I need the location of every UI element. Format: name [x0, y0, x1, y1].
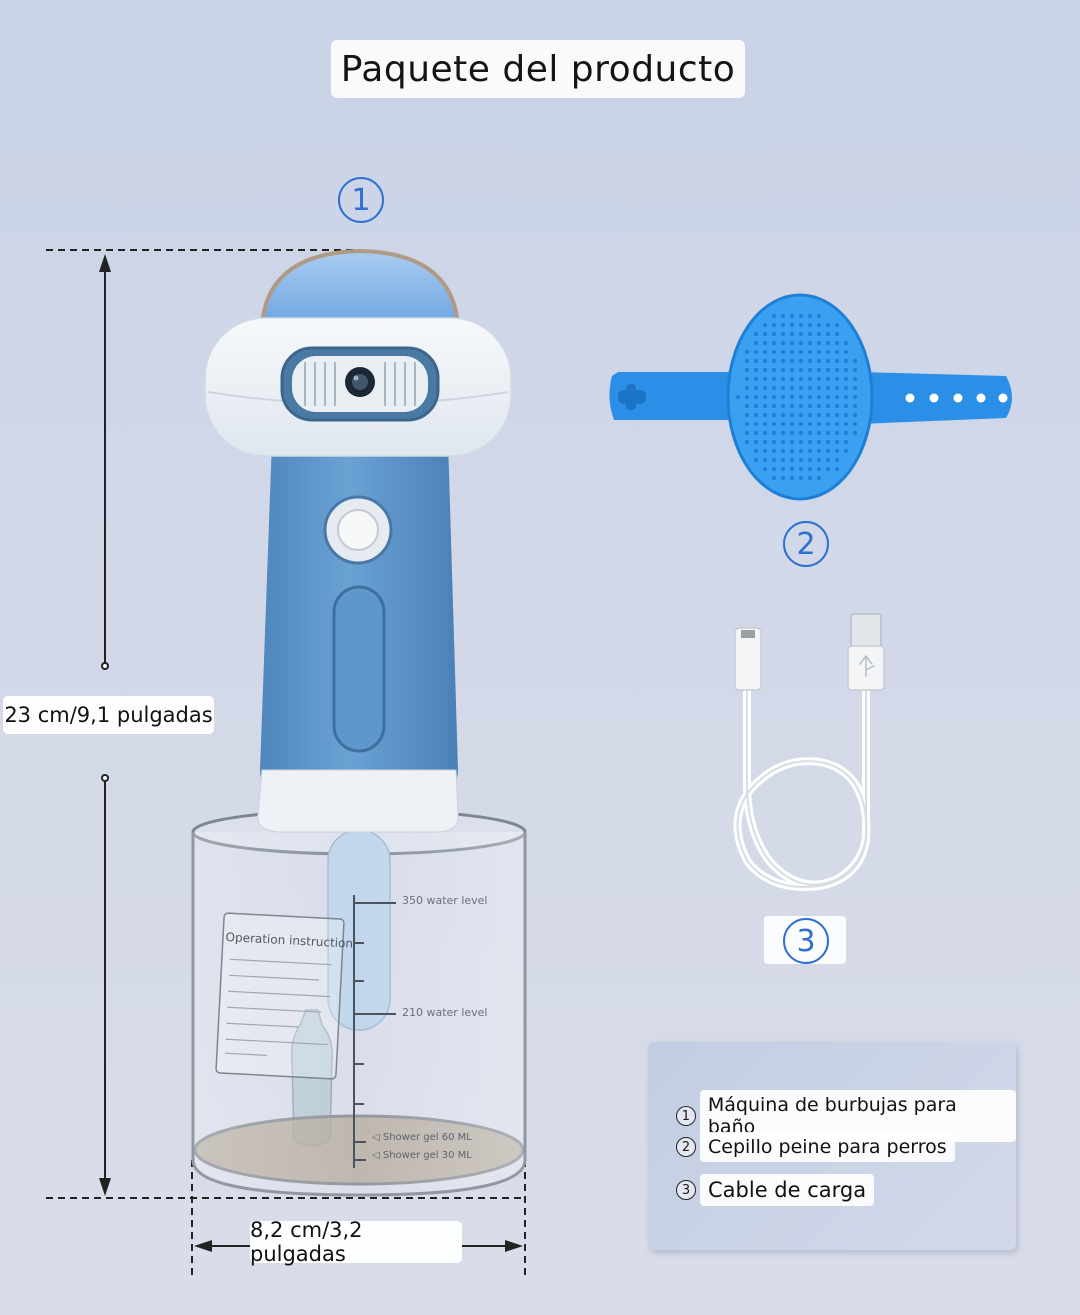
cup-gel-60: ◁ Shower gel 60 ML: [372, 1132, 472, 1143]
charging-cable: [733, 613, 885, 891]
legend-number: 3: [676, 1180, 696, 1200]
legend-item: 2 Cepillo peine para perros: [676, 1132, 955, 1162]
cup-level-210: 210 water level: [402, 1006, 488, 1019]
legend-number: 2: [676, 1137, 696, 1157]
height-dimension-line: [46, 249, 525, 1199]
legend-panel: 1 Máquina de burbujas para baño 2 Cepill…: [648, 1042, 1016, 1250]
dog-brush: [609, 293, 1012, 501]
legend-number: 1: [676, 1106, 696, 1126]
cup-level-350: 350 water level: [402, 894, 488, 907]
marker-2: 2: [783, 521, 829, 567]
width-label: 8,2 cm/3,2 pulgadas: [250, 1218, 462, 1266]
legend-item: 3 Cable de carga: [676, 1174, 875, 1206]
bubble-machine: [191, 248, 527, 1197]
marker-1: 1: [338, 177, 384, 223]
page-title: Paquete del producto: [331, 40, 745, 98]
legend-label: Cable de carga: [700, 1174, 875, 1206]
height-label: 23 cm/9,1 pulgadas: [3, 696, 214, 734]
legend-label: Cepillo peine para perros: [700, 1132, 955, 1162]
cup-gel-30: ◁ Shower gel 30 ML: [372, 1150, 472, 1161]
width-dimension-line: [191, 1160, 526, 1280]
marker-3: 3: [783, 918, 829, 964]
